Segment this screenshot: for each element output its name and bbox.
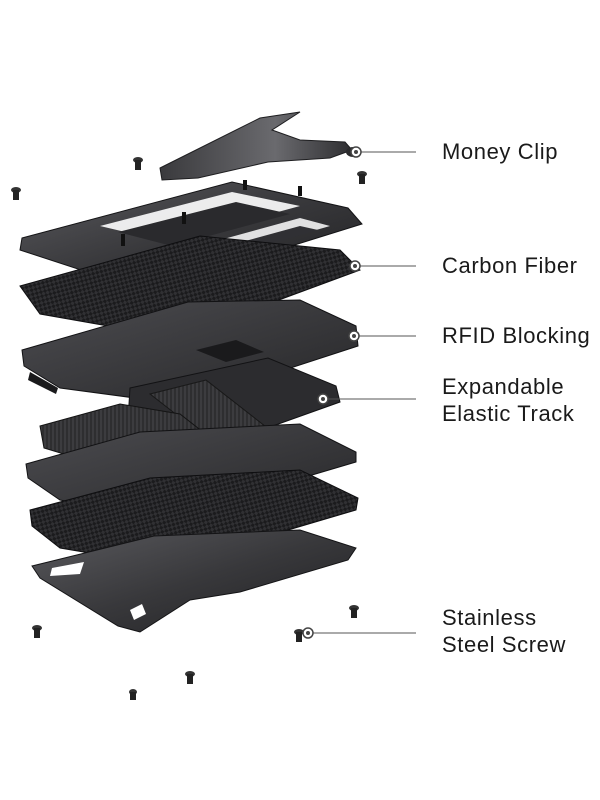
callout-text: Expandable [442,374,565,399]
callout-text: RFID Blocking [442,323,591,348]
callout-leader-steel-screw [302,627,416,639]
callout-carbon-fiber: Carbon Fiber [442,252,578,279]
screw-icon [133,157,143,170]
screw-icon [11,187,21,200]
callout-leader-money-clip [350,146,416,158]
callout-leader-rfid-blocking [348,330,416,342]
screw-icon [129,689,137,700]
screw-icon [349,605,359,618]
carbon-fiber-plate [19,235,361,339]
carbon-fiber-plate-lower [29,469,359,567]
callout-steel-screw: Stainless Steel Screw [442,604,566,658]
callout-text: Stainless [442,605,537,630]
callout-money-clip: Money Clip [442,138,558,165]
callout-rfid-blocking: RFID Blocking [442,322,590,349]
callout-text: Money Clip [442,139,559,164]
callout-text: Elastic Track [442,401,575,426]
callout-leader-elastic-track [317,393,416,405]
callout-text: Steel Screw [442,632,566,657]
callout-leader-carbon-fiber [349,260,416,272]
bottom-frame-plate [31,529,357,633]
screw-icon [294,629,304,642]
screw-icon [357,171,367,184]
screw-icon [32,625,42,638]
screw-icon [185,671,195,684]
money-clip-part [159,111,360,181]
callout-elastic-track: Expandable Elastic Track [442,373,575,427]
callout-text: Carbon Fiber [442,253,578,278]
rfid-blocking-plate [21,299,359,405]
